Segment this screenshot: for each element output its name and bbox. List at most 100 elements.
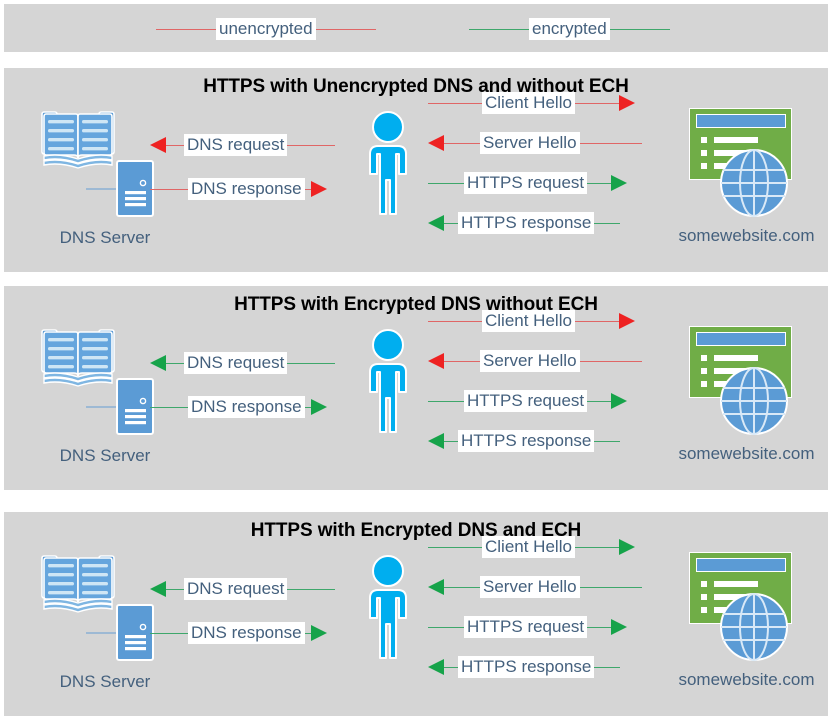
- globe-icon: [720, 367, 788, 435]
- arrow-segment: [579, 360, 642, 362]
- browser-titlebar: [696, 114, 786, 128]
- website-label: somewebsite.com: [678, 670, 815, 689]
- panel-encrypted-dns-no-ech: HTTPS with Encrypted DNS without ECH: [4, 286, 828, 490]
- arrow-segment: [287, 362, 336, 364]
- legend-label-unencrypted: unencrypted: [216, 18, 316, 40]
- arrow-segment: [579, 586, 642, 588]
- arrowhead-left-icon: [428, 433, 444, 449]
- arrow-dns-request: DNS request: [150, 132, 368, 158]
- arrow-label: Client Hello: [482, 310, 575, 332]
- arrow-label: Server Hello: [480, 350, 580, 372]
- arrowhead-left-icon: [428, 353, 444, 369]
- website-group: somewebsite.com: [669, 552, 824, 707]
- browser-titlebar: [696, 558, 786, 572]
- panel-encrypted-dns-and-ech: HTTPS with Encrypted DNS and ECH: [4, 512, 828, 716]
- arrow-https-request: HTTPS request: [428, 614, 684, 640]
- arrow-label: DNS response: [188, 178, 305, 200]
- arrow-segment: [304, 406, 311, 408]
- arrow-segment: [428, 400, 464, 402]
- arrow-segment: [428, 546, 482, 548]
- arrowhead-right-icon: [611, 619, 628, 635]
- book-icon: [41, 329, 115, 387]
- arrow-label: DNS response: [188, 622, 305, 644]
- legend-band: unencrypted encrypted: [4, 4, 828, 52]
- arrow-label: HTTPS response: [458, 212, 595, 234]
- server-rack-icon: [116, 378, 154, 435]
- legend-line-unencrypted: [156, 28, 216, 30]
- arrow-segment: [444, 222, 458, 224]
- arrow-https-response: HTTPS response: [428, 654, 684, 680]
- arrowhead-right-icon: [310, 625, 327, 641]
- book-icon: [41, 555, 115, 613]
- user-person-icon: [369, 555, 407, 659]
- arrow-https-response: HTTPS response: [428, 428, 684, 454]
- arrowhead-right-icon: [611, 175, 628, 191]
- website-label: somewebsite.com: [678, 226, 815, 245]
- arrow-dns-response: DNS response: [150, 394, 368, 420]
- dns-server-group: DNS Server: [30, 554, 210, 704]
- panel-unencrypted-dns: HTTPS with Unencrypted DNS and without E…: [4, 68, 828, 272]
- arrow-label: DNS request: [184, 134, 288, 156]
- dns-server-label: DNS Server: [59, 446, 151, 465]
- panel-title: HTTPS with Encrypted DNS and ECH: [250, 520, 582, 541]
- book-icon: [41, 111, 115, 169]
- arrow-segment: [287, 144, 336, 146]
- arrowhead-left-icon: [428, 579, 444, 595]
- arrow-segment: [444, 440, 458, 442]
- arrowhead-right-icon: [618, 95, 635, 111]
- arrow-label: DNS request: [184, 352, 288, 374]
- arrow-segment: [587, 626, 612, 628]
- dns-server-group: DNS Server: [30, 328, 210, 478]
- arrow-segment: [574, 546, 619, 548]
- browser-titlebar: [696, 332, 786, 346]
- arrow-label: HTTPS response: [458, 656, 595, 678]
- arrowhead-left-icon: [428, 659, 444, 675]
- website-group: somewebsite.com: [669, 326, 824, 481]
- arrow-segment: [428, 320, 482, 322]
- arrow-segment: [579, 142, 642, 144]
- website-group: somewebsite.com: [669, 108, 824, 263]
- user-person-icon: [369, 329, 407, 433]
- arrow-segment: [304, 632, 311, 634]
- arrowhead-right-icon: [618, 539, 635, 555]
- rack-connector-line: [86, 632, 118, 634]
- legend-line-encrypted: [469, 28, 529, 30]
- server-rack-icon: [116, 604, 154, 661]
- dns-server-label: DNS Server: [59, 672, 151, 691]
- user-person-icon: [369, 111, 407, 215]
- arrow-label: HTTPS request: [464, 172, 588, 194]
- arrowhead-left-icon: [150, 137, 166, 153]
- arrow-label: Client Hello: [482, 536, 575, 558]
- arrow-https-request: HTTPS request: [428, 388, 684, 414]
- server-rack-icon: [116, 160, 154, 217]
- legend-item-unencrypted: unencrypted: [156, 18, 376, 40]
- arrowhead-left-icon: [150, 581, 166, 597]
- globe-icon: [720, 149, 788, 217]
- arrow-segment: [444, 586, 480, 588]
- arrow-label: HTTPS request: [464, 390, 588, 412]
- rack-connector-line: [86, 406, 118, 408]
- legend-label-encrypted: encrypted: [529, 18, 610, 40]
- arrow-segment: [574, 102, 619, 104]
- arrow-segment: [150, 406, 188, 408]
- arrow-segment: [287, 588, 336, 590]
- arrowhead-left-icon: [428, 135, 444, 151]
- arrow-segment: [444, 666, 458, 668]
- arrow-client-hello: Client Hello: [428, 308, 684, 334]
- arrowhead-right-icon: [618, 313, 635, 329]
- dns-server-group: DNS Server: [30, 110, 210, 260]
- arrow-segment: [587, 400, 612, 402]
- arrow-segment: [587, 182, 612, 184]
- arrow-server-hello: Server Hello: [428, 348, 684, 374]
- arrow-label: Server Hello: [480, 576, 580, 598]
- arrow-segment: [304, 188, 311, 190]
- arrow-label: HTTPS response: [458, 430, 595, 452]
- website-label: somewebsite.com: [678, 444, 815, 463]
- arrow-segment: [428, 626, 464, 628]
- globe-icon: [720, 593, 788, 661]
- arrow-dns-request: DNS request: [150, 350, 368, 376]
- arrowhead-right-icon: [611, 393, 628, 409]
- legend-item-encrypted: encrypted: [469, 18, 670, 40]
- arrow-segment: [150, 188, 188, 190]
